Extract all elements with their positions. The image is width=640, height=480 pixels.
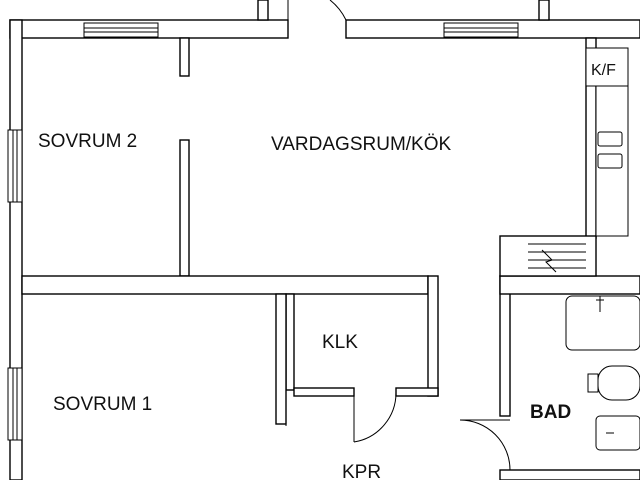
bathroom-fixtures <box>565 295 640 451</box>
room-label-sovrum2: SOVRUM 2 <box>38 131 137 152</box>
interior-walls <box>21 37 640 480</box>
room-label-kf: K/F <box>591 62 616 79</box>
room-label-sovrum1: SOVRUM 1 <box>53 394 152 415</box>
windows <box>7 22 519 441</box>
room-label-bad: BAD <box>530 402 571 423</box>
room-label-vardagsrum: VARDAGSRUM/KÖK <box>271 134 452 155</box>
kitchen-fixtures <box>528 47 629 273</box>
room-label-klk: KLK <box>322 332 358 353</box>
doors <box>285 0 511 471</box>
room-labels: SOVRUM 2 VARDAGSRUM/KÖK K/F KLK SOVRUM 1… <box>38 62 616 480</box>
room-label-kpr: KPR <box>342 462 381 480</box>
